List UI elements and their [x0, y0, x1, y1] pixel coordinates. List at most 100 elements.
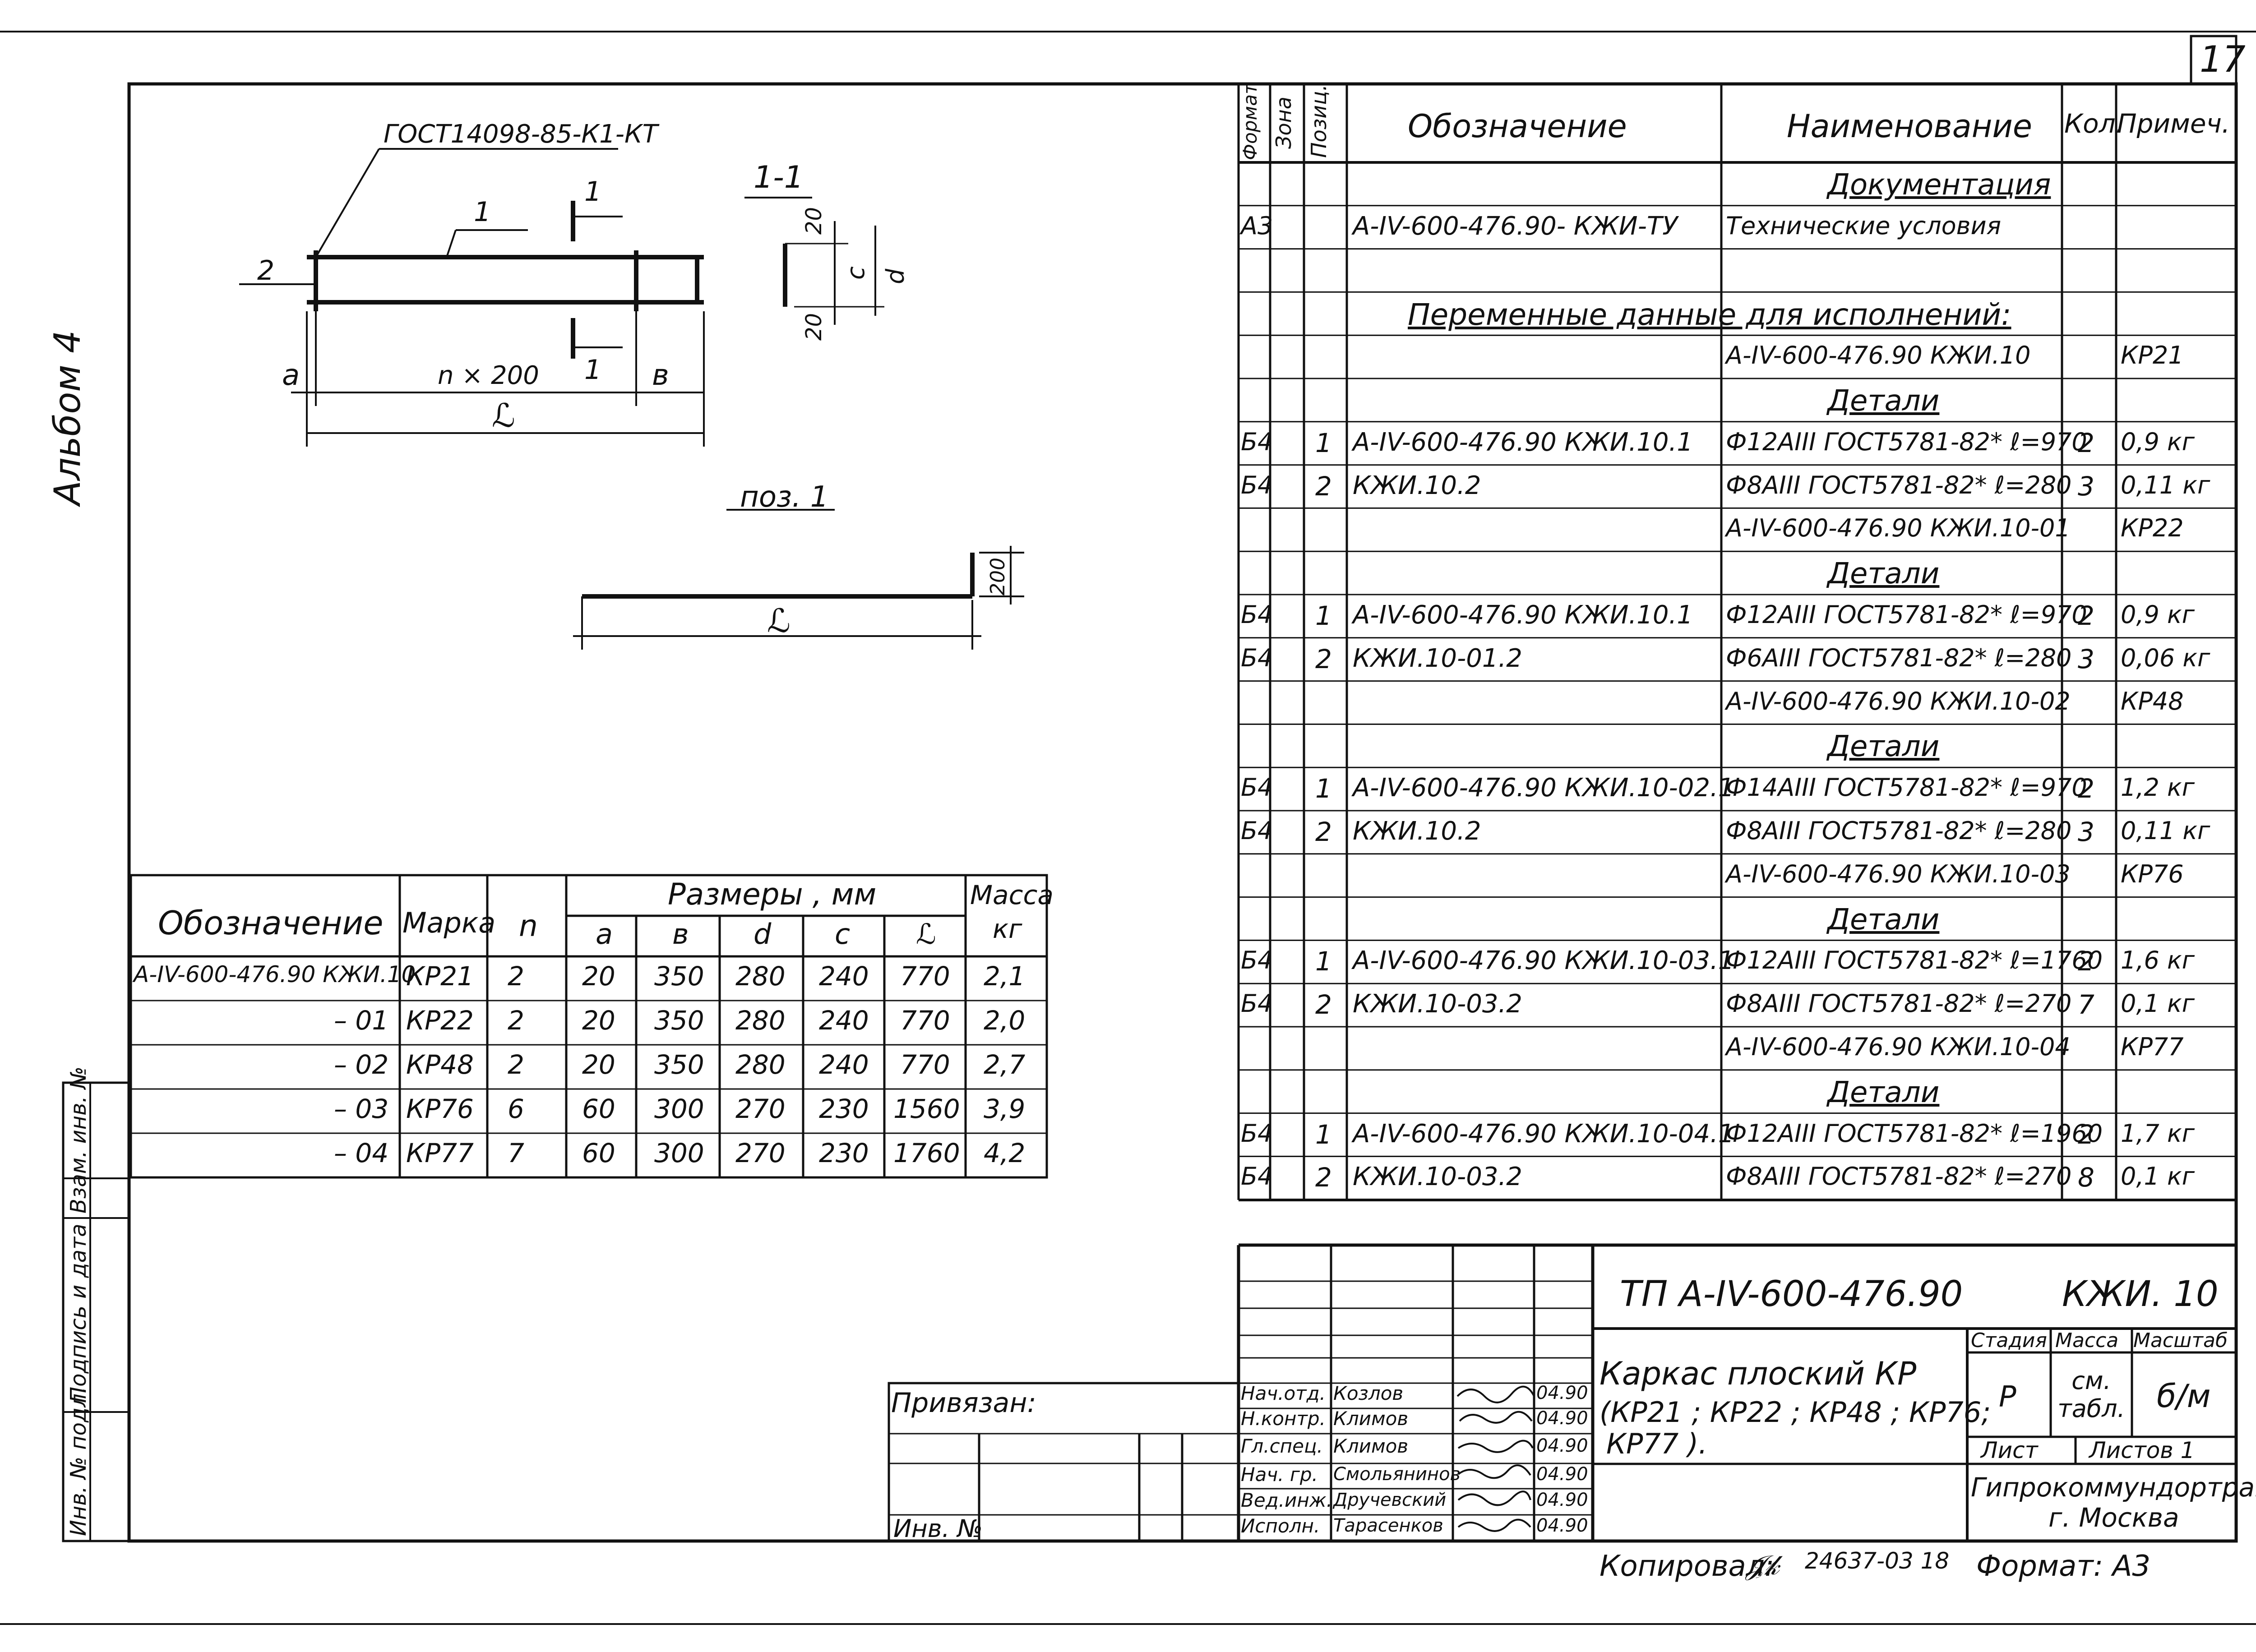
staff-role: Исполн. — [1241, 1515, 1320, 1537]
spec-cell-note: 1,6 кг — [2121, 946, 2195, 975]
staff-role: Вед.инж. — [1241, 1489, 1332, 1511]
sizes-header-d: d — [754, 918, 772, 951]
sizes-header-mark: Марка — [402, 906, 496, 939]
sizes-cell-b: 300 — [654, 1094, 704, 1124]
sizes-cell-d: 270 — [735, 1138, 786, 1168]
sizes-cell-designation: – 04 — [334, 1138, 389, 1168]
spec-cell-name: А-IV-600-476.90 КЖИ.10-03 — [1726, 859, 2071, 888]
sizes-cell-c: 230 — [819, 1138, 869, 1168]
spec-cell-designation: КЖИ.10.2 — [1353, 817, 1481, 846]
spec-cell-designation: А-IV-600-476.90 КЖИ.10-03.1 — [1353, 946, 1734, 976]
sizes-cell-b: 350 — [654, 1049, 704, 1080]
sizes-cell-a: 20 — [582, 1005, 615, 1036]
spec-cell-note: 0,9 кг — [2121, 427, 2195, 456]
spec-cell-designation: А-IV-600-476.90 КЖИ.10-02.1 — [1353, 773, 1734, 803]
staff-name: Смольянинов — [1333, 1464, 1461, 1485]
spec-cell-format: Б4 — [1241, 773, 1273, 802]
spec-cell-name: Ф8АIII ГОСТ5781-82* ℓ=280 — [1726, 817, 2072, 845]
scale-value: б/м — [2157, 1378, 2211, 1415]
pos-2-callout: 2 — [257, 255, 275, 286]
spec-cell-designation: А-IV-600-476.90 КЖИ.10.1 — [1353, 600, 1693, 630]
spec-cell-name: Ф12АIII ГОСТ5781-82* ℓ=970 — [1726, 600, 2087, 629]
spec-cell-qty: 8 — [2078, 1162, 2094, 1193]
spec-cell-note: 0,1 кг — [2121, 989, 2195, 1018]
drawing-title-line1: Каркас плоский КР — [1600, 1355, 1917, 1392]
sizes-cell-designation: А-IV-600-476.90 КЖИ.10 — [134, 961, 416, 988]
staff-date: 04.90 — [1536, 1464, 1588, 1485]
sizes-cell-mass: 3,9 — [984, 1094, 1026, 1124]
spec-cell-note: КР48 — [2121, 687, 2184, 715]
copied-by-label: Копировал: — [1600, 1550, 1775, 1583]
spec-cell-qty: 2 — [2078, 946, 2094, 977]
spec-cell-designation: КЖИ.10-01.2 — [1353, 643, 1522, 673]
spec-cell-name: Детали — [1827, 903, 1940, 937]
spec-cell-format: Б4 — [1241, 643, 1273, 672]
organization-name: Гипрокоммундортранс — [1971, 1472, 2256, 1503]
staff-name: Климов — [1333, 1407, 1409, 1430]
sizes-cell-d: 270 — [735, 1094, 786, 1124]
spec-cell-designation: КЖИ.10-03.2 — [1353, 1162, 1522, 1192]
inv-number-label: Инв. № — [893, 1514, 983, 1543]
sizes-cell-mark: КР77 — [406, 1138, 474, 1168]
spec-cell-format: А3 — [1241, 211, 1273, 240]
sizes-cell-a: 60 — [582, 1138, 615, 1168]
mass-header: Масса — [2055, 1329, 2119, 1352]
drawing-title-line2: (КР21 ; КР22 ; КР48 ; КР76; — [1600, 1396, 1991, 1429]
spec-cell-name: А-IV-600-476.90 КЖИ.10-02 — [1726, 687, 2071, 715]
spec-cell-note: 0,06 кг — [2121, 643, 2210, 672]
staff-date: 04.90 — [1536, 1435, 1588, 1456]
spec-cell-designation: КЖИ.10.2 — [1353, 471, 1481, 500]
sizes-header-n: n — [519, 909, 538, 943]
spec-cell-name: Ф8АIII ГОСТ5781-82* ℓ=270 — [1726, 1162, 2072, 1191]
stage-value: Р — [1999, 1380, 2016, 1414]
copy-code: 24637-03 18 — [1805, 1548, 1950, 1574]
spec-cell-qty: 3 — [2078, 643, 2094, 674]
spec-cell-note: КР21 — [2121, 341, 2184, 370]
spec-cell-name: Детали — [1827, 1075, 1940, 1109]
spec-cell-pos: 2 — [1315, 989, 1332, 1020]
sizes-cell-a: 60 — [582, 1094, 615, 1124]
spec-header-name: Наименование — [1787, 108, 2032, 145]
spec-cell-note: 0,11 кг — [2121, 471, 2210, 499]
sizes-cell-mass: 2,0 — [984, 1005, 1026, 1036]
sizes-cell-b: 350 — [654, 1005, 704, 1036]
spec-cell-name: Ф14АIII ГОСТ5781-82* ℓ=970 — [1726, 773, 2087, 802]
spec-cell-designation: Переменные данные для исполнений: — [1408, 297, 2011, 332]
spec-cell-pos: 1 — [1315, 1119, 1332, 1150]
spec-cell-format: Б4 — [1241, 427, 1273, 456]
spec-cell-note: КР76 — [2121, 859, 2184, 888]
spec-cell-pos: 1 — [1315, 946, 1332, 977]
staff-date: 04.90 — [1536, 1383, 1588, 1403]
format-label: Формат: А3 — [1976, 1550, 2151, 1583]
staff-date: 04.90 — [1536, 1408, 1588, 1429]
sizes-cell-designation: – 03 — [334, 1094, 389, 1124]
dim-b-label: в — [652, 359, 669, 392]
scale-header: Масштаб — [2133, 1329, 2228, 1352]
spec-cell-name: Детали — [1827, 557, 1940, 591]
spec-cell-pos: 2 — [1315, 471, 1332, 502]
sizes-cell-mark: КР48 — [406, 1049, 474, 1080]
sheet-number: 17 — [2200, 38, 2246, 80]
binding-label: Привязан: — [891, 1387, 1036, 1419]
spec-cell-format: Б4 — [1241, 946, 1273, 975]
sizes-header-mass-unit: кг — [993, 914, 1022, 944]
spec-cell-name: Детали — [1827, 384, 1940, 418]
stage-header: Стадия — [1971, 1329, 2047, 1352]
sizes-cell-L: 1760 — [893, 1138, 960, 1168]
spec-cell-qty: 7 — [2078, 989, 2094, 1020]
sizes-cell-mark: КР21 — [406, 961, 474, 992]
staff-role: Гл.спец. — [1241, 1435, 1323, 1457]
spec-cell-qty: 2 — [2078, 600, 2094, 631]
sizes-cell-n: 6 — [508, 1094, 524, 1124]
sizes-cell-L: 770 — [900, 1005, 950, 1036]
spec-cell-name: Ф8АIII ГОСТ5781-82* ℓ=280 — [1726, 471, 2072, 499]
sizes-cell-b: 300 — [654, 1138, 704, 1168]
sizes-header-mass: Масса — [970, 880, 1054, 910]
organization-city: г. Москва — [2048, 1502, 2179, 1533]
sizes-cell-mark: КР22 — [406, 1005, 474, 1036]
staff-date: 04.90 — [1536, 1515, 1588, 1536]
project-code: ТП А-IV-600-476.90 — [1620, 1274, 1963, 1315]
sizes-header-group: Размеры , мм — [668, 877, 877, 912]
spec-cell-name: Ф8АIII ГОСТ5781-82* ℓ=270 — [1726, 989, 2072, 1018]
